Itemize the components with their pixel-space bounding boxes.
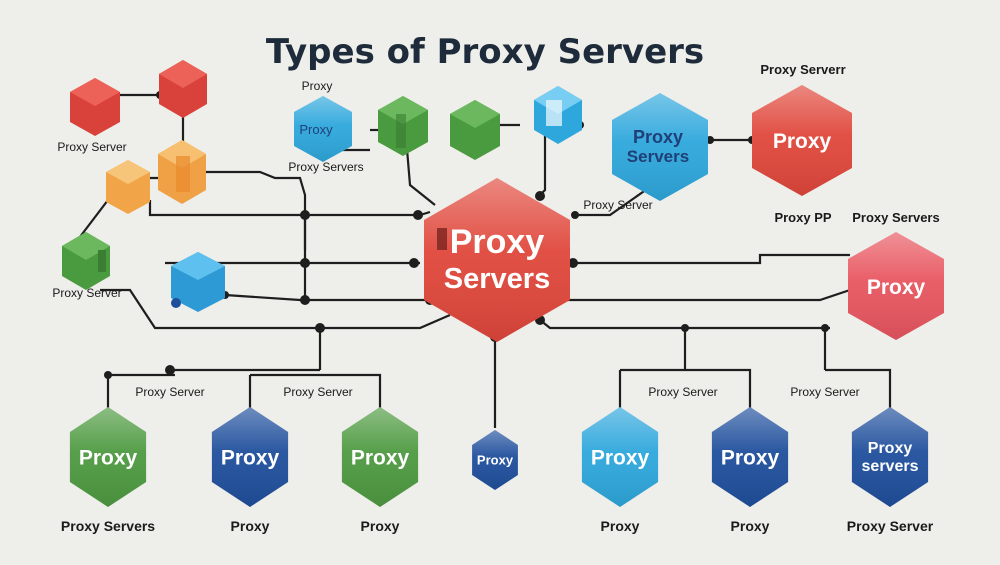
node-blue-proxy-small[interactable]: Proxy — [294, 96, 352, 162]
cube-red-top — [159, 60, 207, 118]
svg-text:Proxy Server: Proxy Server — [283, 385, 352, 399]
label-proxy-servers-right: Proxy Servers — [852, 210, 939, 225]
bottom-node-caption: Proxy — [601, 518, 640, 534]
bottom-node-label: Proxy — [868, 440, 913, 457]
bottom-node-gloss — [472, 430, 518, 490]
label-proxy-server-center: Proxy Server — [583, 198, 652, 212]
svg-text:Servers: Servers — [444, 263, 550, 295]
bottom-node-caption: Proxy Servers — [61, 518, 155, 534]
bottom-node-gloss — [211, 407, 289, 507]
svg-text:Servers: Servers — [627, 147, 689, 166]
svg-text:Proxy Server: Proxy Server — [790, 385, 859, 399]
svg-text:Proxy: Proxy — [867, 276, 926, 299]
label-proxy-pp: Proxy PP — [774, 210, 831, 225]
top-labels: Proxy Proxy Servers Proxy Server Proxy S… — [52, 62, 939, 300]
node-proxy-servers-blue[interactable]: Proxy Servers — [612, 93, 708, 201]
bottom-node-gloss — [581, 407, 659, 507]
bottom-node-label: Proxy — [221, 446, 280, 469]
bottom-node-label: Proxy — [721, 446, 780, 469]
bottom-node-caption: Proxy — [361, 518, 400, 534]
svg-text:Proxy Server: Proxy Server — [648, 385, 717, 399]
bottom-node-caption: Proxy — [231, 518, 270, 534]
label-proxy-server-left: Proxy Server — [57, 140, 126, 154]
diagram-title: Types of Proxy Servers — [266, 32, 704, 72]
cube-blue-left — [171, 252, 225, 312]
label-proxy-serverr-top-right: Proxy Serverr — [760, 62, 845, 77]
bottom-node-gloss — [341, 407, 419, 507]
bottom-node-label: Proxy — [591, 446, 650, 469]
bottom-node-caption: Proxy — [731, 518, 770, 534]
bottom-node-gloss — [69, 407, 147, 507]
bottom-node-label: Proxy — [79, 446, 138, 469]
bottom-node-label: Proxy — [351, 446, 410, 469]
branch-labels: Proxy Server Proxy Server Proxy Server P… — [135, 385, 859, 399]
cube-green-mid-2 — [450, 100, 500, 160]
node-pink-proxy[interactable]: Proxy — [848, 232, 944, 340]
node-center-proxy-servers[interactable]: Proxy Servers — [424, 178, 570, 342]
cube-orange-large — [158, 140, 206, 204]
node-red-proxy[interactable]: Proxy — [752, 85, 852, 196]
cube-orange-small — [106, 160, 150, 214]
svg-text:Proxy: Proxy — [633, 127, 683, 147]
bottom-node-4[interactable]: Proxy — [472, 430, 518, 490]
cube-blue-mid — [534, 86, 582, 144]
svg-text:Proxy: Proxy — [450, 223, 545, 261]
label-proxy-servers-mid: Proxy Servers — [288, 160, 363, 174]
bottom-node-caption: Proxy Server — [847, 518, 934, 534]
label-proxy-small: Proxy — [302, 79, 333, 93]
svg-text:Proxy: Proxy — [299, 122, 333, 137]
label-proxy-server-mid-left: Proxy Server — [52, 286, 121, 300]
cube-green-left — [62, 232, 110, 290]
bottom-node-label: Proxy — [477, 453, 514, 468]
bottom-node-label: servers — [862, 458, 919, 475]
svg-text:Proxy Server: Proxy Server — [135, 385, 204, 399]
svg-text:Proxy: Proxy — [773, 130, 832, 153]
bottom-node-gloss — [711, 407, 789, 507]
cube-red-top-left — [70, 78, 120, 136]
bottom-node-gloss — [851, 407, 929, 507]
cube-green-mid-1 — [378, 96, 428, 156]
